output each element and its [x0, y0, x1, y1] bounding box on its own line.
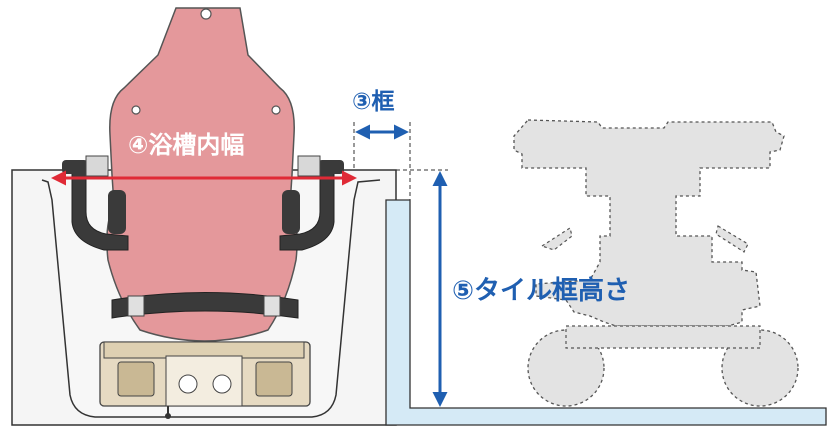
base-motor-right: [255, 361, 293, 397]
clamp-right: [318, 160, 344, 174]
dotted-chair-arm-right: [715, 225, 749, 253]
seat-belt: [111, 292, 299, 319]
belt-buckle-left: [127, 295, 145, 317]
frame-label: ③框: [352, 89, 395, 115]
clamp-left: [62, 160, 88, 174]
arm-connector-left: [108, 190, 126, 234]
clamp-left-plate: [85, 155, 109, 177]
tile-frame-height-label: ⑤タイル框高さ: [452, 276, 631, 306]
chair-backrest: [106, 7, 298, 342]
dotted-chair-seat: [513, 119, 785, 327]
belt-buckle-right: [263, 295, 281, 317]
clamp-right-plate: [297, 155, 321, 177]
chair-hole-top: [200, 8, 212, 20]
arm-connector-right: [282, 190, 300, 234]
base-wheel-right: [212, 374, 232, 394]
base-foot: [165, 413, 171, 419]
dotted-wheel-frame: [565, 325, 761, 349]
bathtub-inner-width-label: ④浴槽内幅: [128, 131, 245, 159]
dotted-wheel-right: [721, 329, 799, 407]
chair-hole-right: [271, 105, 281, 115]
base-motor-left: [117, 361, 155, 397]
armrest-left: [71, 171, 129, 251]
chair-hole-left: [131, 105, 141, 115]
armrest-right: [279, 171, 335, 251]
dotted-chair-arm-left: [540, 227, 573, 251]
dotted-wheel-left: [527, 329, 605, 407]
base-wheel-left: [178, 374, 198, 394]
